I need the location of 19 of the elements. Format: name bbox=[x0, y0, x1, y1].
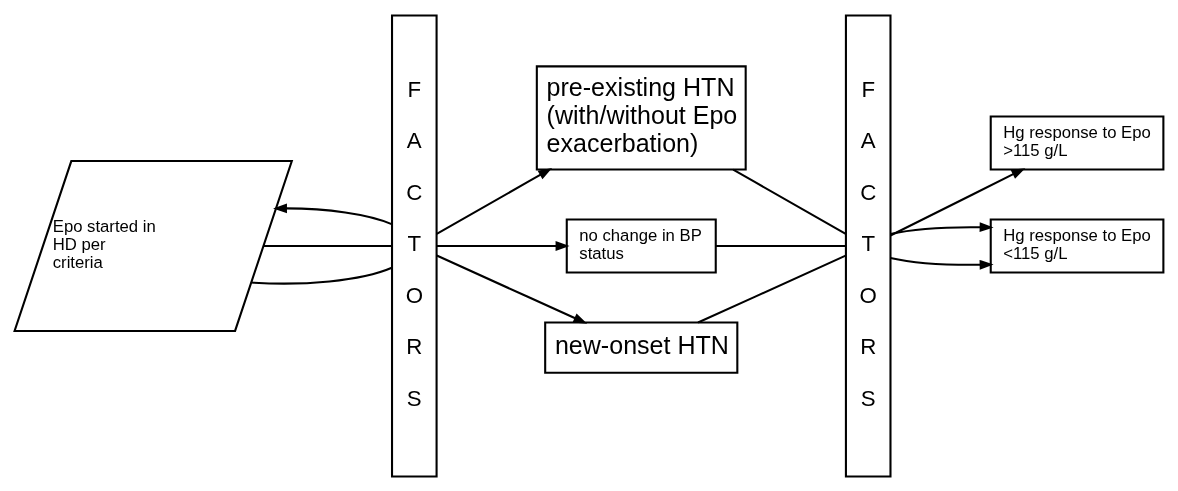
node-box: Hg response to Epo <115 g/L bbox=[989, 218, 1165, 273]
arrow bbox=[273, 203, 392, 225]
node-box: new-onset HTN bbox=[544, 321, 739, 374]
node-box: F A C T O R S bbox=[391, 14, 438, 477]
arrow bbox=[436, 240, 570, 251]
connector bbox=[697, 254, 847, 323]
connector bbox=[263, 244, 392, 247]
node-box: no change in BP status bbox=[565, 218, 717, 273]
arrow bbox=[436, 254, 588, 324]
connector bbox=[251, 266, 393, 285]
node-box: F A C T O R S bbox=[844, 14, 892, 477]
arrow bbox=[890, 256, 994, 270]
arrow bbox=[890, 167, 1026, 236]
arrow bbox=[436, 167, 553, 235]
connector bbox=[716, 244, 846, 247]
connector bbox=[732, 168, 847, 235]
node-box: pre-existing HTN (with/without Epo exacerbation) bbox=[535, 64, 747, 170]
arrow bbox=[890, 221, 994, 235]
node-box: Hg response to Epo >115 g/L bbox=[989, 114, 1165, 170]
